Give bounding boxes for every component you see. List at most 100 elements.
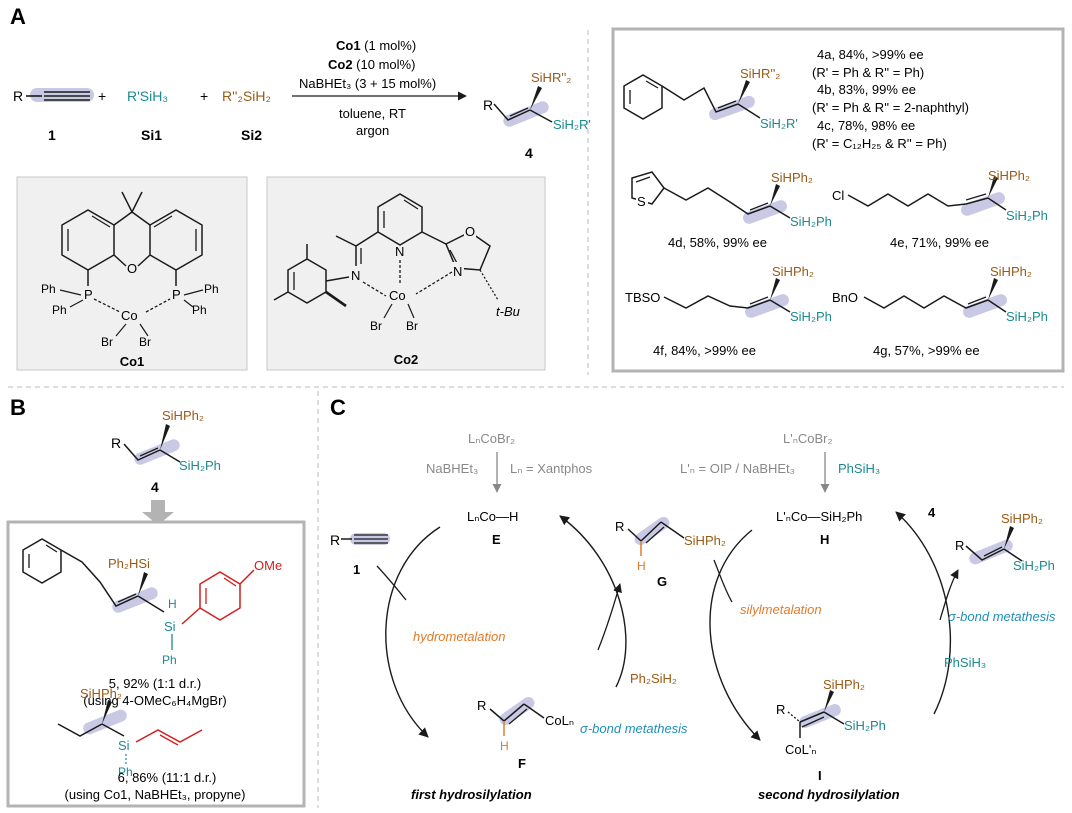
- panel-a-letter: A: [10, 4, 26, 29]
- derivative-6-sihph2: SiHPh₂: [80, 686, 122, 701]
- cycle-product-sihph2: SiHPh₂: [1001, 511, 1043, 526]
- intermediate-f-r: R: [477, 698, 486, 713]
- label-second-hydrosilylation: second hydrosilylation: [758, 787, 900, 802]
- co2-bromine-2: Br: [406, 319, 418, 333]
- scope-4abc-si-bottom: SiH₂R': [760, 116, 798, 131]
- intermediate-g-label: G: [657, 574, 667, 589]
- example-4f: 4f, 84%, >99% ee: [653, 343, 756, 358]
- intermediate-e-label: E: [492, 532, 501, 547]
- co2-oxygen: O: [465, 224, 475, 239]
- precat-lpncobr2: L'ₙCoBr₂: [783, 431, 833, 446]
- cond-co1: Co1: [336, 38, 361, 53]
- alkyne-r-label: R: [13, 88, 23, 104]
- panel-b-sih2ph: SiH₂Ph: [179, 458, 221, 473]
- derivative-5-reagent: (using 4-OMeC₆H₄MgBr): [83, 693, 226, 708]
- panel-b-number: 4: [151, 479, 159, 495]
- derivative-6-reagent: (using Co1, NaBHEt₃, propyne): [65, 787, 246, 802]
- co2-n-pyridine: N: [395, 244, 404, 259]
- label-silylmetalation: silylmetalation: [740, 602, 822, 617]
- intermediate-e-formula: LₙCo—H: [467, 509, 518, 524]
- example-4c-subst: (R' = C₁₂H₂₅ & R'' = Ph): [812, 136, 947, 151]
- alkyne-number: 1: [48, 127, 56, 143]
- scope-4f-sihph2: SiHPh₂: [772, 264, 814, 279]
- precat-nabhet3: NaBHEt₃: [426, 461, 478, 476]
- catalyst-co2: N N O N t-Bu: [266, 176, 546, 371]
- intermediate-g: R H SiHPh₂ G: [615, 516, 726, 589]
- alkyne-1: R 1: [13, 88, 94, 143]
- panel-b-box: [6, 520, 306, 808]
- derivative-6-caption: 6, 86% (11:1 d.r.): [118, 770, 217, 785]
- scope-4g-structure: BnO SiHPh₂ SiH₂Ph: [832, 264, 1048, 324]
- panel-b-r: R: [111, 435, 121, 451]
- co2-box: [266, 176, 546, 371]
- cycle-product-sih2ph: SiH₂Ph: [1013, 558, 1055, 573]
- intermediate-i-co: CoL'ₙ: [785, 742, 817, 757]
- silane-si2-label: Si2: [241, 127, 262, 143]
- scope-4e-structure: Cl SiHPh₂ SiH₂Ph: [832, 168, 1048, 223]
- scope-4d-sihph2: SiHPh₂: [771, 170, 813, 185]
- derivative-6: SiHPh₂ Si Ph 6, 86% (11:1 d.r.) (using C…: [57, 686, 246, 802]
- product-4-r: R: [483, 97, 493, 113]
- example-4b: 4b, 83%, 99% ee: [817, 82, 916, 97]
- co1-ph-a: Ph: [41, 282, 56, 296]
- plus-sign-1: +: [98, 88, 106, 104]
- substrate-scope: SiHR''₂ SiH₂R' 4a, 84%, >99% ee (R' = Ph…: [611, 27, 1065, 373]
- cycle-alkyne-1: R 1: [330, 532, 390, 577]
- cond-atmosphere: argon: [356, 123, 389, 138]
- svg-text:Co1 (1 mol%): Co1 (1 mol%): [336, 38, 416, 53]
- arrow-sigma-bond-2: [895, 511, 951, 715]
- example-4a-subst: (R' = Ph & R'' = Ph): [812, 65, 924, 80]
- product-4-highlight: [503, 101, 549, 127]
- co2-label: Co2: [394, 352, 419, 367]
- svg-text:Co2 (10 mol%): Co2 (10 mol%): [328, 57, 415, 72]
- co2-cobalt: Co: [389, 288, 406, 303]
- co1-bromine-2: Br: [139, 335, 151, 349]
- intermediate-i: R SiHPh₂ SiH₂Ph CoL'ₙ I: [776, 677, 886, 783]
- co1-ph-c: Ph: [204, 282, 219, 296]
- derivative-5-ome: OMe: [254, 558, 282, 573]
- example-4c: 4c, 78%, 98% ee: [817, 118, 915, 133]
- cond-co2-load: (10 mol%): [353, 57, 416, 72]
- cond-co2: Co2: [328, 57, 353, 72]
- derivative-6-ph: Ph: [118, 765, 133, 779]
- cycle-product-number: 4: [928, 505, 936, 520]
- scope-4g-bno: BnO: [832, 290, 858, 305]
- intermediate-i-label: I: [818, 768, 822, 783]
- plus-sign-2: +: [200, 88, 208, 104]
- arrow-silylmetalation: [709, 529, 761, 741]
- cycle-alkyne-r: R: [330, 532, 340, 548]
- arrow-sigma-bond-1: [559, 515, 627, 688]
- cycle-product-r: R: [955, 538, 964, 553]
- arrow-g-in: [713, 559, 733, 603]
- intermediate-i-r: R: [776, 702, 785, 717]
- intermediate-h-formula: L'ₙCo—SiH₂Ph: [776, 509, 862, 524]
- arrow-g-out: [597, 583, 622, 651]
- reaction-conditions: Co1 (1 mol%) Co2 (10 mol%) NaBHEt₃ (3 + …: [292, 38, 467, 138]
- intermediate-i-sihph2: SiHPh₂: [823, 677, 865, 692]
- silane-si2: R''₂SiH₂: [222, 88, 271, 104]
- label-first-hydrosilylation: first hydrosilylation: [411, 787, 532, 802]
- cond-solvent: toluene, RT: [339, 106, 406, 121]
- precat-phsih3: PhSiH₃: [838, 461, 880, 476]
- panel-b-down-arrow: [142, 500, 174, 525]
- label-hydrometalation: hydrometalation: [413, 629, 506, 644]
- precat-lp-oip: L'ₙ = OIP / NaBHEt₃: [680, 461, 795, 476]
- intermediate-f-h: H: [500, 739, 509, 753]
- derivative-5: Ph₂HSi H Si Ph OMe 5, 92% (1:1 d.r.) (us…: [22, 538, 282, 708]
- intermediate-f-label: F: [518, 756, 526, 771]
- scope-4e-sihph2: SiHPh₂: [988, 168, 1030, 183]
- derivative-5-caption: 5, 92% (1:1 d.r.): [109, 676, 202, 691]
- silane-si1: R'SiH₃: [127, 88, 168, 104]
- product-4: R SiHR''₂ SiH₂R' 4: [483, 70, 591, 161]
- intermediate-i-sih2ph: SiH₂Ph: [844, 718, 886, 733]
- scope-4f-sih2ph: SiH₂Ph: [790, 309, 832, 324]
- silane-si1-label: Si1: [141, 127, 162, 143]
- intermediate-g-r: R: [615, 519, 624, 534]
- cond-co1-load: (1 mol%): [361, 38, 417, 53]
- arrow-alkyne-in: [376, 565, 407, 601]
- catalyst-co1: O P P Ph Ph Ph Ph Co Br Br Co1: [16, 176, 248, 371]
- co1-ph-d: Ph: [192, 303, 207, 317]
- label-sigma-bond-2: σ-bond metathesis: [948, 609, 1056, 624]
- co1-oxygen: O: [127, 261, 137, 276]
- panel-a: A R 1 + R'SiH₃ Si1 + R''₂SiH₂ Si2 Co1 (1…: [10, 4, 1065, 373]
